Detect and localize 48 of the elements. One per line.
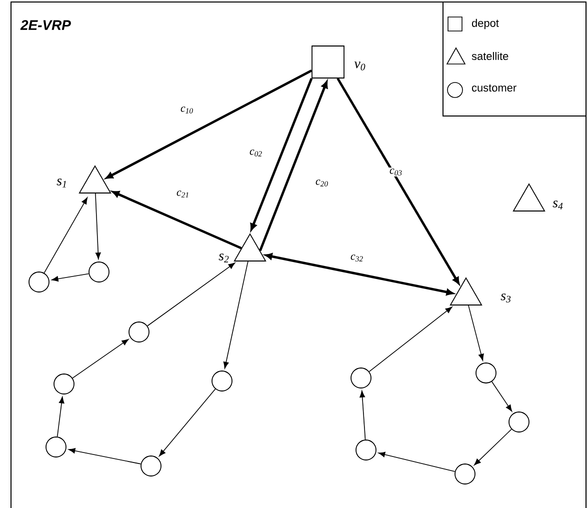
node-label: s$_{1}$ [56,178,66,188]
legend-item: depot [448,16,499,32]
customer-circle [454,464,476,484]
customer-circle [476,362,496,384]
customer-circle [356,440,376,460]
arrow [72,339,129,378]
arrow [95,193,101,260]
arrow [106,70,312,179]
customer-circle [508,412,530,432]
arrow [360,390,366,440]
arrow [368,306,452,372]
node-label: v$_{0}$ [354,62,366,70]
edge-label: c$_{20}$ [314,178,330,188]
arrow [378,452,456,472]
node-label: s$_{3}$ [500,294,511,302]
arrow [159,388,216,456]
edge-label: c$_{21}$ [176,190,191,198]
customer-circle [46,436,66,458]
customer-circle [128,322,150,342]
arrow [52,273,90,282]
edge-label: c$_{10}$ [180,106,195,114]
depot-square [312,46,344,78]
edge-label: c$_{03}$ [388,168,404,176]
customer-circle [88,262,110,282]
arrow [491,381,512,412]
arrow [474,428,512,466]
customer-circle [54,374,74,394]
arrow [147,262,236,326]
node-label: s$_{2}$ [218,254,229,262]
customer-circle [212,370,232,392]
arrow [112,190,242,250]
arrow [336,78,460,284]
arrow [265,253,454,296]
customer-circle [350,368,372,388]
customer-circle [28,272,50,292]
legend-item: customer [447,82,516,98]
edge-label: c$_{32}$ [350,254,365,262]
node-label: s$_{4}$ [552,200,563,210]
arrow [250,78,313,230]
arrow [68,448,142,464]
arrow [56,396,64,438]
customer-circle [140,456,162,476]
arrow [44,197,88,274]
arrow [468,305,484,361]
edge-label: c$_{02}$ [248,148,264,158]
arrow [259,81,328,252]
arrow [223,261,248,369]
title: 2E-VRP [20,20,71,30]
